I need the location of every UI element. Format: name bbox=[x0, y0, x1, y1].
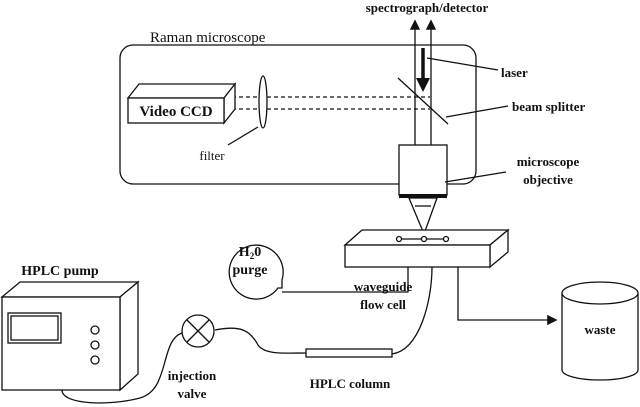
waste-label: waste bbox=[584, 322, 615, 337]
hplc-column bbox=[305, 348, 393, 358]
imaging-path bbox=[232, 96, 430, 110]
objective-label-2: objective bbox=[523, 172, 573, 187]
injection-valve bbox=[181, 314, 215, 348]
raman-microscope-label: Raman microscope bbox=[150, 30, 266, 46]
hplc-pump-label: HPLC pump bbox=[21, 264, 99, 279]
beam-splitter bbox=[397, 77, 449, 125]
flow-cell-label-1: waveguide bbox=[354, 279, 413, 294]
waste-container bbox=[561, 281, 639, 381]
waste-line bbox=[457, 267, 558, 326]
waveguide-flow-cell bbox=[343, 228, 510, 269]
injection-label-1: injection bbox=[168, 368, 217, 383]
spectrograph-arrows bbox=[409, 19, 437, 145]
laser-arrow bbox=[416, 48, 430, 92]
microscope-objective bbox=[398, 144, 448, 236]
filter-label: filter bbox=[199, 148, 225, 163]
hplc-column-label: HPLC column bbox=[310, 376, 391, 391]
raman-microscope-box bbox=[119, 44, 477, 185]
hplc-pump bbox=[0, 280, 140, 392]
purge-label-1: H20 bbox=[239, 245, 261, 261]
injection-label-2: valve bbox=[178, 386, 207, 401]
pump-valve-tubing bbox=[61, 332, 183, 404]
objective-label-1: microscope bbox=[517, 154, 580, 169]
video-ccd bbox=[126, 82, 237, 125]
valve-column-tubing bbox=[214, 327, 307, 354]
filter-lens bbox=[258, 75, 268, 129]
flow-cell-label-2: flow cell bbox=[360, 297, 406, 312]
video-ccd-label: Video CCD bbox=[139, 104, 212, 120]
laser-label: laser bbox=[501, 65, 528, 80]
beam-splitter-label: beam splitter bbox=[512, 99, 586, 114]
purge-label-2: purge bbox=[233, 263, 268, 278]
flow-cell-tubing bbox=[391, 266, 433, 355]
spectrograph-label: spectrograph/detector bbox=[366, 0, 489, 15]
h2o-purge bbox=[228, 244, 409, 300]
